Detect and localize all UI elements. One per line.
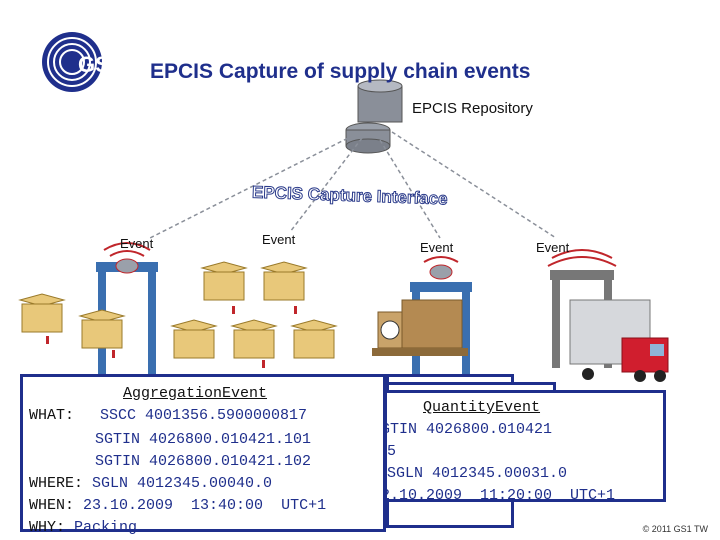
pallet-icon — [372, 299, 468, 356]
aggregation-event-card: AggregationEvent WHAT: SSCC 4001356.59000… — [20, 374, 386, 536]
quantity-event-card: QuantityEvent GTIN 4026800.010421 5 SGLN… — [384, 390, 666, 502]
why-value: Packing — [74, 519, 138, 536]
aggregation-event-heading: AggregationEvent — [123, 385, 268, 402]
why-key: WHY: — [29, 519, 66, 536]
quantity-timestamp: 2.10.2009 11:20:00 UTC+1 — [384, 487, 616, 502]
gs1-logo-icon: GS1 — [42, 32, 122, 92]
what-sscc: SSCC 4001356.5900000817 — [100, 407, 308, 424]
truck-icon — [569, 299, 669, 382]
quantity-location: SGLN 4012345.00031.0 — [387, 465, 568, 482]
event-label-1: Event — [120, 236, 154, 251]
event-label-2: Event — [262, 232, 296, 247]
database-icon — [345, 79, 403, 154]
when-value: 23.10.2009 13:40:00 UTC+1 — [83, 497, 327, 514]
quantity-gtin: GTIN 4026800.010421 — [384, 421, 553, 438]
where-key: WHERE: — [29, 475, 84, 492]
when-key: WHEN: — [29, 497, 75, 514]
page-title: EPCIS Capture of supply chain events — [150, 60, 531, 83]
event-label-3: Event — [420, 240, 454, 255]
repository-label: EPCIS Repository — [412, 100, 533, 117]
quantity-count: 5 — [387, 443, 397, 460]
what-sgtin-101: SGTIN 4026800.010421.101 — [95, 431, 312, 448]
what-sgtin-102: SGTIN 4026800.010421.102 — [95, 453, 312, 470]
quantity-event-heading: QuantityEvent — [423, 399, 541, 416]
event-label-4: Event — [536, 240, 570, 255]
where-value: SGLN 4012345.00040.0 — [92, 475, 273, 492]
what-key: WHAT: — [29, 407, 75, 424]
tag-arrow-icons — [46, 306, 297, 368]
box-icons — [18, 261, 338, 359]
logo-text: GS1 — [78, 52, 122, 77]
copyright-notice: © 2011 GS1 TW — [642, 524, 708, 534]
